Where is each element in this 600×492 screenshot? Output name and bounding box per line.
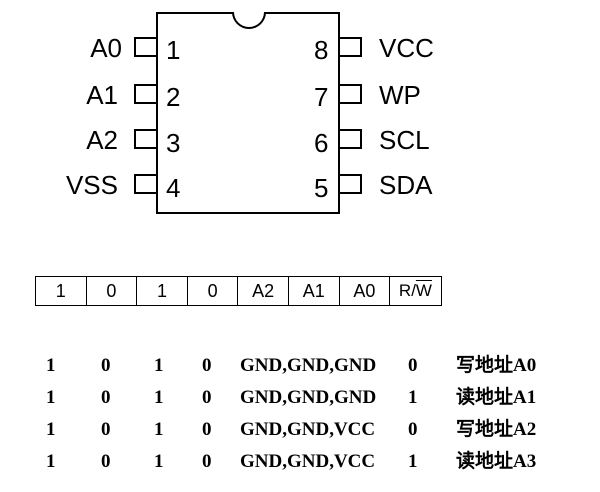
- pin-name-vss: VSS: [65, 170, 118, 200]
- pin-number: 8: [314, 35, 329, 65]
- pin-name-a2: A2: [86, 125, 118, 155]
- address-description: 读地址A3: [456, 451, 537, 472]
- bit4: 0: [202, 387, 212, 408]
- bit7: 1: [46, 387, 56, 408]
- bit-cell: A2: [238, 277, 289, 305]
- pin-lead: [134, 174, 156, 194]
- bit5: 1: [154, 419, 164, 440]
- bit4: 0: [202, 451, 212, 472]
- bit5: 1: [154, 451, 164, 472]
- pin-lead: [134, 129, 156, 149]
- bit7: 1: [46, 355, 56, 376]
- rw-prefix: R/: [398, 281, 416, 300]
- bit5: 1: [154, 355, 164, 376]
- pin-connection: GND,GND,VCC: [240, 419, 376, 440]
- bit6: 0: [101, 355, 111, 376]
- chip-body: [156, 12, 340, 214]
- bit-cell: 1: [36, 277, 87, 305]
- pin-lead: [134, 84, 156, 104]
- bit5: 1: [154, 387, 164, 408]
- pin-number: 1: [166, 35, 181, 65]
- bit6: 0: [101, 419, 111, 440]
- pin-lead: [340, 129, 362, 149]
- pin-lead: [340, 37, 362, 57]
- table-row: 1 0 1 0 GND,GND,GND 1 读地址A1: [0, 382, 600, 414]
- bit-cell: 0: [87, 277, 138, 305]
- bit-cell: A0: [340, 277, 391, 305]
- bit7: 1: [46, 419, 56, 440]
- table-row: 1 0 1 0 GND,GND,VCC 1 读地址A3: [0, 446, 600, 478]
- bit4: 0: [202, 419, 212, 440]
- address-table: 1 0 1 0 GND,GND,GND 0 写地址A0 1 0 1 0 GND,…: [0, 350, 600, 478]
- table-row: 1 0 1 0 GND,GND,VCC 0 写地址A2: [0, 414, 600, 446]
- rw-value: 1: [408, 451, 418, 472]
- pin-name-a1: A1: [86, 80, 118, 110]
- pin-name-sda: SDA: [379, 170, 433, 200]
- bit-cell: A1: [289, 277, 340, 305]
- address-description: 写地址A2: [456, 419, 537, 440]
- bit-cell: 0: [188, 277, 239, 305]
- pin-lead: [134, 37, 156, 57]
- pin-lead: [340, 174, 362, 194]
- pin-number: 2: [166, 82, 181, 112]
- bit7: 1: [46, 451, 56, 472]
- pin-connection: GND,GND,GND: [240, 355, 377, 376]
- pin-number: 5: [314, 173, 329, 203]
- bit6: 0: [101, 387, 111, 408]
- bit4: 0: [202, 355, 212, 376]
- rw-value: 0: [408, 355, 418, 376]
- bit-cell: 1: [137, 277, 188, 305]
- pin-name-a0: A0: [90, 33, 122, 63]
- rw-overline: W: [415, 281, 432, 300]
- address-description: 写地址A0: [456, 355, 537, 376]
- table-row: 1 0 1 0 GND,GND,GND 0 写地址A0: [0, 350, 600, 382]
- pin-connection: GND,GND,VCC: [240, 451, 376, 472]
- pin-name-vcc: VCC: [379, 33, 434, 63]
- bit6: 0: [101, 451, 111, 472]
- pin-lead: [340, 84, 362, 104]
- address-byte-format: 1 0 1 0 A2 A1 A0 R/W: [35, 276, 442, 306]
- pin-connection: GND,GND,GND: [240, 387, 377, 408]
- pin-number: 6: [314, 128, 329, 158]
- address-description: 读地址A1: [456, 387, 537, 408]
- rw-value: 1: [408, 387, 418, 408]
- pin-number: 4: [166, 173, 181, 203]
- pin-name-scl: SCL: [379, 125, 430, 155]
- rw-bit-cell: R/W: [390, 277, 441, 305]
- rw-value: 0: [408, 419, 418, 440]
- pin-number: 3: [166, 128, 181, 158]
- pin-name-wp: WP: [379, 80, 421, 110]
- pin-number: 7: [314, 82, 329, 112]
